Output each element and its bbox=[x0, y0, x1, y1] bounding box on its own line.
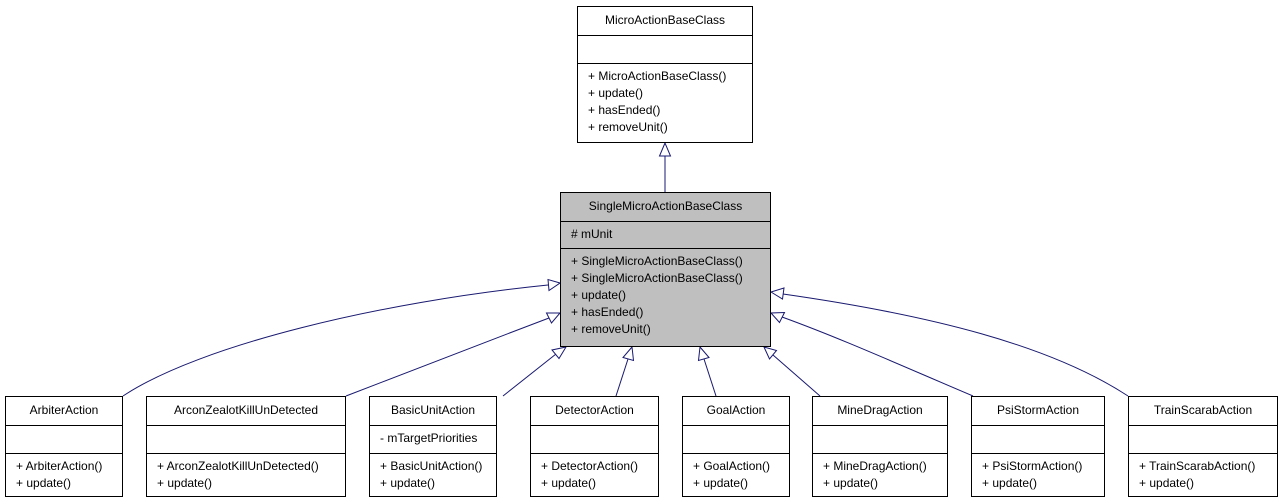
edge-line bbox=[781, 316, 974, 397]
class-box-arbiter-action[interactable]: ArbiterAction + ArbiterAction() + update… bbox=[5, 396, 123, 497]
method: + update() bbox=[982, 476, 1038, 490]
class-title: TrainScarabAction bbox=[1153, 403, 1253, 417]
inheritance-arrowhead bbox=[622, 345, 635, 362]
class-attributes: - mTargetPriorities bbox=[370, 425, 496, 453]
class-box-psi-storm-action[interactable]: PsiStormAction + PsiStormAction() + upda… bbox=[971, 396, 1105, 497]
inheritance-arrowhead bbox=[551, 346, 568, 360]
class-title: MineDragAction bbox=[837, 403, 923, 417]
class-methods: + ArbiterAction() + update() bbox=[6, 453, 122, 492]
edge-arcon-to-single bbox=[345, 312, 562, 397]
edge-psi-to-single bbox=[769, 311, 974, 397]
method: + BasicUnitAction() bbox=[380, 459, 483, 473]
inheritance-arrowhead bbox=[658, 141, 672, 157]
class-methods: + GoalAction() + update() bbox=[683, 453, 789, 492]
method: + update() bbox=[588, 86, 644, 100]
class-methods: + DetectorAction() + update() bbox=[531, 453, 658, 492]
edge-line bbox=[782, 293, 1129, 397]
edge-arbiter-to-single bbox=[122, 278, 562, 397]
method: + update() bbox=[157, 476, 213, 490]
class-attributes bbox=[147, 425, 345, 453]
class-attributes bbox=[531, 425, 658, 453]
class-attributes bbox=[578, 35, 752, 63]
method: + update() bbox=[380, 476, 436, 490]
method: + removeUnit() bbox=[571, 322, 651, 336]
method: + MicroActionBaseClass() bbox=[588, 69, 727, 83]
edge-line bbox=[772, 354, 821, 397]
method: + update() bbox=[1139, 476, 1195, 490]
method: + update() bbox=[16, 476, 72, 490]
class-methods: + SingleMicroActionBaseClass() + SingleM… bbox=[561, 248, 770, 338]
method: + hasEnded() bbox=[571, 305, 644, 319]
method: + update() bbox=[823, 476, 879, 490]
inheritance-arrowhead bbox=[545, 312, 562, 324]
class-attributes bbox=[6, 425, 122, 453]
class-title: MicroActionBaseClass bbox=[604, 13, 726, 27]
class-methods: + TrainScarabAction() + update() bbox=[1129, 453, 1277, 492]
class-methods: + MicroActionBaseClass() + update() + ha… bbox=[578, 63, 752, 136]
method: + GoalAction() bbox=[693, 459, 771, 473]
method: + ArbiterAction() bbox=[16, 459, 103, 473]
method: + ArconZealotKillUnDetected() bbox=[157, 459, 319, 473]
class-title: ArbiterAction bbox=[29, 403, 99, 417]
edge-line bbox=[502, 353, 557, 397]
inheritance-arrowhead bbox=[769, 311, 786, 324]
edge-line bbox=[122, 284, 549, 397]
class-box-train-scarab-action[interactable]: TrainScarabAction + TrainScarabAction() … bbox=[1128, 396, 1278, 497]
class-methods: + ArconZealotKillUnDetected() + update() bbox=[147, 453, 345, 492]
class-box-basic-unit-action[interactable]: BasicUnitAction - mTargetPriorities + Ba… bbox=[369, 396, 497, 497]
method: + update() bbox=[693, 476, 749, 490]
class-box-single-micro-action-base-class[interactable]: SingleMicroActionBaseClass # mUnit + Sin… bbox=[560, 192, 771, 347]
class-box-micro-action-base-class[interactable]: MicroActionBaseClass + MicroActionBaseCl… bbox=[577, 6, 753, 143]
method: + hasEnded() bbox=[588, 103, 661, 117]
class-attributes: # mUnit bbox=[561, 221, 770, 248]
class-title: BasicUnitAction bbox=[390, 403, 476, 417]
method: + DetectorAction() bbox=[541, 459, 639, 473]
class-methods: + BasicUnitAction() + update() bbox=[370, 453, 496, 492]
class-box-mine-drag-action[interactable]: MineDragAction + MineDragAction() + upda… bbox=[812, 396, 948, 497]
edge-line bbox=[615, 358, 629, 397]
edge-train-to-single bbox=[769, 287, 1129, 397]
edge-mine-to-single bbox=[763, 346, 821, 397]
method: + PsiStormAction() bbox=[982, 459, 1083, 473]
class-title: ArconZealotKillUnDetected bbox=[173, 403, 319, 417]
class-attributes bbox=[972, 425, 1104, 453]
edge-basic-to-single bbox=[502, 346, 568, 397]
inheritance-arrowhead bbox=[763, 346, 778, 360]
class-attributes bbox=[683, 425, 789, 453]
method: + SingleMicroActionBaseClass() bbox=[571, 254, 743, 268]
class-attributes bbox=[813, 425, 947, 453]
inheritance-arrowhead bbox=[697, 345, 710, 362]
method: + TrainScarabAction() bbox=[1139, 459, 1256, 473]
class-box-goal-action[interactable]: GoalAction + GoalAction() + update() bbox=[682, 396, 790, 497]
class-attributes bbox=[1129, 425, 1277, 453]
class-methods: + PsiStormAction() + update() bbox=[972, 453, 1104, 492]
method: + update() bbox=[571, 288, 627, 302]
edge-line bbox=[703, 358, 717, 397]
edge-line bbox=[345, 317, 550, 397]
class-title: GoalAction bbox=[706, 403, 766, 417]
method: + SingleMicroActionBaseClass() bbox=[571, 271, 743, 285]
class-box-arcon-zealot-kill-un-detected[interactable]: ArconZealotKillUnDetected + ArconZealotK… bbox=[146, 396, 346, 497]
inheritance-arrowhead bbox=[547, 278, 562, 292]
edge-single-to-base bbox=[658, 141, 672, 192]
class-methods: + MineDragAction() + update() bbox=[813, 453, 947, 492]
class-box-detector-action[interactable]: DetectorAction + DetectorAction() + upda… bbox=[530, 396, 659, 497]
method: + removeUnit() bbox=[588, 120, 668, 134]
attribute: - mTargetPriorities bbox=[380, 431, 478, 445]
method: + MineDragAction() bbox=[823, 459, 927, 473]
inheritance-arrowhead bbox=[769, 287, 785, 300]
edge-goal-to-single bbox=[697, 345, 717, 397]
method: + update() bbox=[541, 476, 597, 490]
edge-detector-to-single bbox=[615, 345, 635, 397]
attribute: # mUnit bbox=[571, 227, 613, 241]
class-title: DetectorAction bbox=[555, 403, 634, 417]
class-title: PsiStormAction bbox=[996, 403, 1080, 417]
class-title: SingleMicroActionBaseClass bbox=[588, 199, 743, 213]
